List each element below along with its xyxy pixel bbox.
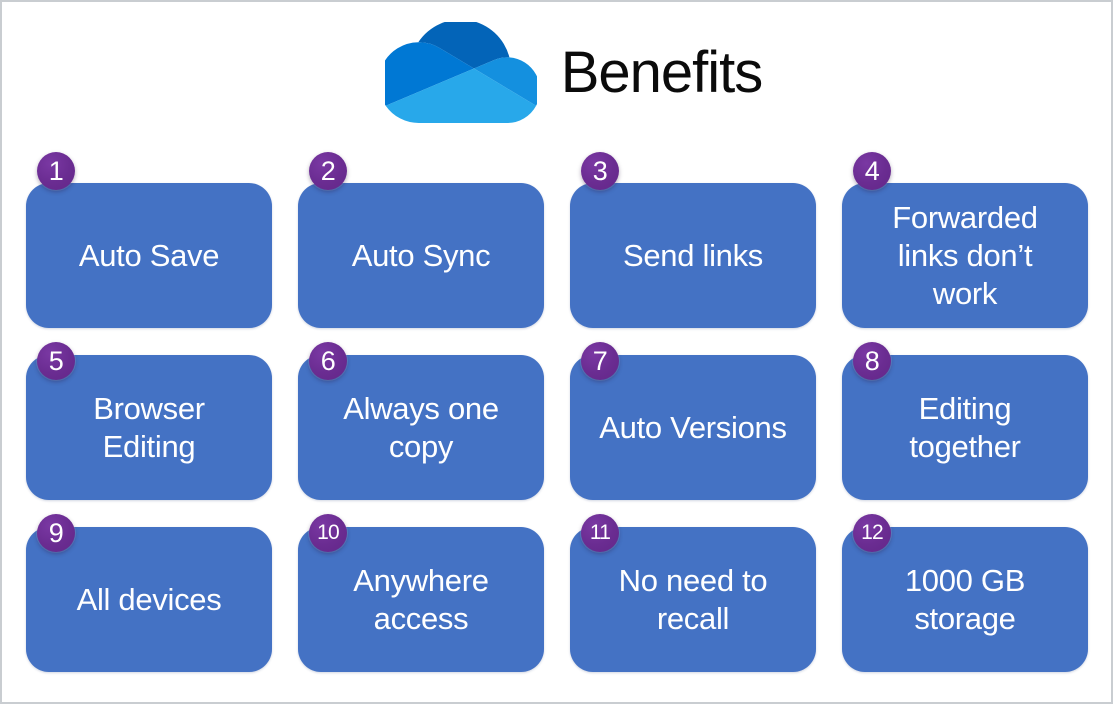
tile-label: Anywhere access: [353, 562, 489, 636]
benefit-tile-4: 4 Forwarded links don’t work: [842, 152, 1088, 328]
benefit-tile-3: 3 Send links: [570, 152, 816, 328]
tile-number-badge: 8: [853, 342, 891, 380]
benefit-tile-5: 5 Browser Editing: [26, 342, 272, 500]
tile-label: Forwarded links don’t work: [892, 199, 1038, 311]
tile-number-badge: 12: [853, 514, 891, 552]
tile-label: Editing together: [909, 390, 1021, 464]
slide-title: Benefits: [560, 39, 764, 105]
tile-label: Auto Save: [78, 237, 220, 273]
benefit-tile-8: 8 Editing together: [842, 342, 1088, 500]
benefit-tile-7: 7 Auto Versions: [570, 342, 816, 500]
tile-number-badge: 3: [581, 152, 619, 190]
tile-number-badge: 1: [37, 152, 75, 190]
tile-label: Always one copy: [343, 390, 499, 464]
tile-label: 1000 GB storage: [904, 562, 1026, 636]
tile-number-badge: 11: [581, 514, 619, 552]
tile-number-badge: 5: [37, 342, 75, 380]
tile-number-badge: 10: [309, 514, 347, 552]
tile-number-badge: 7: [581, 342, 619, 380]
benefit-tile-2: 2 Auto Sync: [298, 152, 544, 328]
tile-label: Browser Editing: [93, 390, 205, 464]
tile-number-badge: 9: [37, 514, 75, 552]
tile-label: Auto Sync: [351, 237, 491, 273]
benefit-tile-6: 6 Always one copy: [298, 342, 544, 500]
tile-label: No need to recall: [618, 562, 768, 636]
benefit-tile-11: 11 No need to recall: [570, 514, 816, 672]
benefit-tile-9: 9 All devices: [26, 514, 272, 672]
tile-number-badge: 4: [853, 152, 891, 190]
benefit-tile-10: 10 Anywhere access: [298, 514, 544, 672]
tile-label: All devices: [76, 581, 222, 617]
tile-label: Send links: [622, 237, 764, 273]
slide-header: Benefits: [2, 22, 1111, 123]
tile-number-badge: 6: [309, 342, 347, 380]
benefit-tile-12: 12 1000 GB storage: [842, 514, 1088, 672]
onedrive-cloud-icon: [384, 22, 537, 123]
benefit-tile-1: 1 Auto Save: [26, 152, 272, 328]
benefits-grid: 1 Auto Save 2 Auto Sync 3 Send links 4 F…: [26, 152, 1088, 672]
tile-label: Auto Versions: [599, 409, 787, 445]
tile-number-badge: 2: [309, 152, 347, 190]
